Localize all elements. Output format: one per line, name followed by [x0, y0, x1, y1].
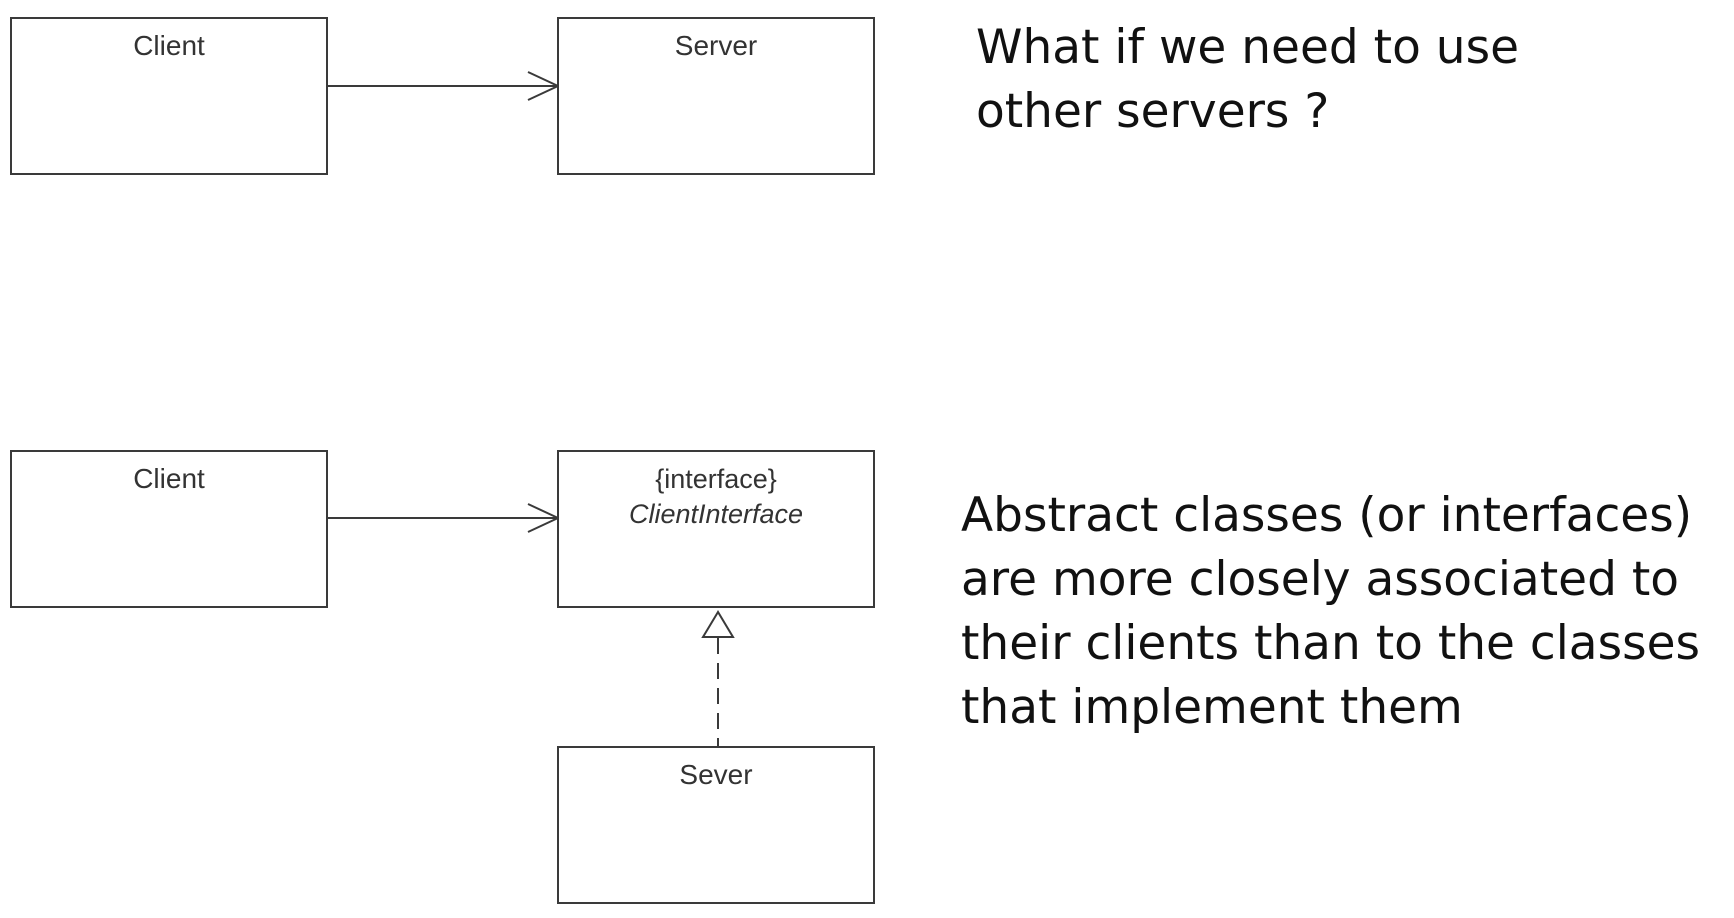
top-server-label: Server	[674, 30, 758, 61]
top-note-line: What if we need to use	[976, 20, 1519, 75]
bottom-note-line: their clients than to the classes	[961, 616, 1700, 671]
top-client-class-box: Client	[10, 17, 328, 175]
bottom-client-label: Client	[133, 463, 205, 494]
bottom-client-class-box: Client	[10, 450, 328, 608]
top-note: What if we need to use other servers ?	[976, 16, 1519, 144]
bottom-note-line: Abstract classes (or interfaces)	[961, 488, 1693, 543]
client-interface-box: {interface} ClientInterface	[557, 450, 875, 608]
top-association-arrow	[328, 71, 561, 101]
realization-arrow	[701, 610, 735, 746]
top-server-class-box: Server	[557, 17, 875, 175]
interface-name: ClientInterface	[628, 499, 804, 529]
interface-stereotype: {interface}	[655, 464, 777, 494]
bottom-note-line: that implement them	[961, 680, 1463, 735]
bottom-server-label: Sever	[679, 759, 753, 790]
top-note-line: other servers ?	[976, 84, 1330, 139]
bottom-server-class-box: Sever	[557, 746, 875, 904]
bottom-association-arrow	[328, 503, 561, 533]
top-client-label: Client	[133, 30, 205, 61]
bottom-note: Abstract classes (or interfaces) are mor…	[961, 484, 1700, 740]
bottom-note-line: are more closely associated to	[961, 552, 1680, 607]
